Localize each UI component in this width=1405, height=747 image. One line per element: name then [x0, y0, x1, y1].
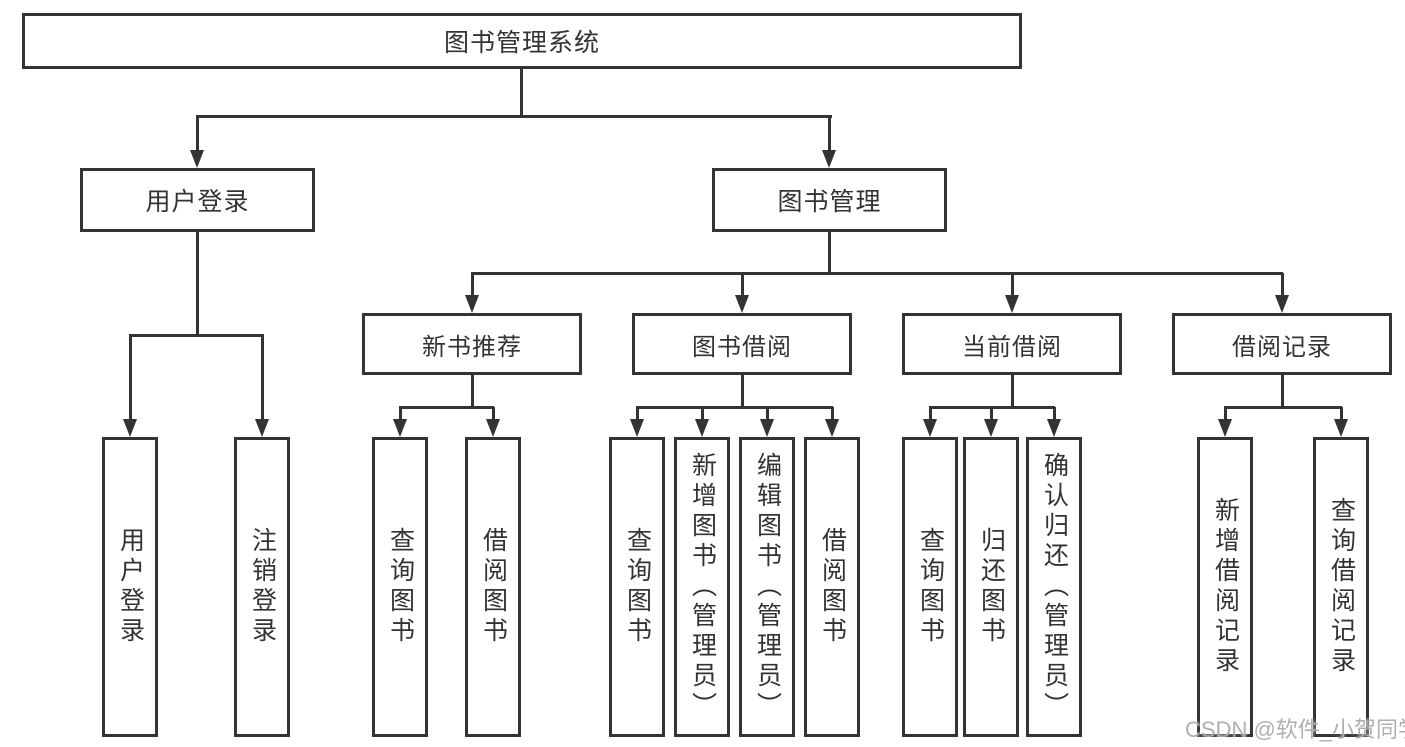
connector-line: [766, 407, 769, 421]
connector-line: [471, 273, 474, 295]
node-current-borrow: 当前借阅: [902, 313, 1122, 375]
connector-line: [636, 407, 639, 421]
arrow-down-icon: [695, 419, 709, 437]
leaf-add-book-admin: 新增图书（管理员）: [674, 437, 730, 737]
leaf-label: 归还图书: [977, 527, 1006, 647]
connector-line: [1224, 406, 1342, 409]
connector-line: [471, 375, 474, 408]
leaf-edit-book-admin: 编辑图书（管理员）: [739, 437, 795, 737]
connector-line: [1340, 407, 1343, 421]
leaf-add-borrow-record: 新增借阅记录: [1197, 437, 1253, 737]
connector-line: [636, 406, 833, 409]
arrow-down-icon: [486, 419, 500, 437]
leaf-confirm-return-admin: 确认归还（管理员）: [1026, 437, 1082, 737]
leaf-borrow-book: 借阅图书: [804, 437, 860, 737]
node-new-book-recommend: 新书推荐: [362, 313, 582, 375]
node-user-login: 用户登录: [80, 168, 315, 232]
arrow-down-icon: [1334, 419, 1348, 437]
leaf-label: 查询图书: [623, 527, 652, 647]
connector-line: [990, 407, 993, 421]
leaf-label: 编辑图书（管理员）: [753, 452, 782, 722]
node-borrow-record: 借阅记录: [1172, 313, 1392, 375]
leaf-label: 借阅图书: [479, 527, 508, 647]
node-book-management: 图书管理: [712, 168, 947, 232]
connector-line: [129, 334, 264, 337]
arrow-down-icon: [822, 150, 836, 168]
connector-line: [196, 117, 199, 150]
arrow-down-icon: [190, 150, 204, 168]
arrow-down-icon: [1218, 419, 1232, 437]
connector-line: [471, 272, 1283, 275]
connector-line: [399, 407, 402, 421]
leaf-query-book-current: 查询图书: [902, 437, 958, 737]
node-book-borrow: 图书借阅: [632, 313, 852, 375]
connector-line: [1281, 375, 1284, 408]
connector-line: [261, 335, 264, 419]
leaf-query-book-recommend: 查询图书: [372, 437, 428, 737]
leaf-label: 新增借阅记录: [1211, 497, 1240, 677]
arrow-down-icon: [123, 419, 137, 437]
watermark: CSDN @软件_小贺同学: [1185, 717, 1405, 742]
connector-line: [1053, 407, 1056, 421]
connector-line: [1011, 273, 1014, 295]
connector-line: [929, 407, 932, 421]
node-label: 图书借阅: [692, 333, 792, 361]
connector-line: [1224, 407, 1227, 421]
connector-line: [129, 335, 132, 419]
arrow-down-icon: [760, 419, 774, 437]
connector-line: [741, 273, 744, 295]
leaf-label: 查询图书: [386, 527, 415, 647]
leaf-label: 查询借阅记录: [1327, 497, 1356, 677]
connector-line: [1011, 375, 1014, 408]
arrow-down-icon: [465, 295, 479, 313]
leaf-query-book-borrow: 查询图书: [609, 437, 665, 737]
connector-line: [741, 375, 744, 408]
node-root: 图书管理系统: [22, 13, 1022, 69]
connector-line: [828, 117, 831, 150]
node-label: 用户登录: [145, 188, 250, 216]
leaf-query-borrow-record: 查询借阅记录: [1313, 437, 1369, 737]
leaf-user-login: 用户登录: [102, 437, 158, 737]
connector-line: [828, 232, 831, 274]
arrow-down-icon: [255, 419, 269, 437]
arrow-down-icon: [923, 419, 937, 437]
arrow-down-icon: [1047, 419, 1061, 437]
leaf-return-book: 归还图书: [963, 437, 1019, 737]
connector-line: [831, 407, 834, 421]
arrow-down-icon: [1275, 295, 1289, 313]
node-label: 新书推荐: [422, 333, 522, 361]
arrow-down-icon: [984, 419, 998, 437]
connector-line: [492, 407, 495, 421]
node-label: 借阅记录: [1232, 333, 1332, 361]
connector-line: [196, 232, 199, 336]
node-label: 当前借阅: [962, 333, 1062, 361]
arrow-down-icon: [630, 419, 644, 437]
leaf-label: 新增图书（管理员）: [688, 452, 717, 722]
node-label: 图书管理: [777, 188, 882, 216]
arrow-down-icon: [1005, 295, 1019, 313]
leaf-borrow-book-recommend: 借阅图书: [465, 437, 521, 737]
connector-line: [1281, 273, 1284, 295]
connector-line: [399, 406, 494, 409]
leaf-label: 用户登录: [116, 527, 145, 647]
leaf-label: 确认归还（管理员）: [1040, 452, 1069, 722]
leaf-logout: 注销登录: [234, 437, 290, 737]
leaf-label: 借阅图书: [818, 527, 847, 647]
arrow-down-icon: [825, 419, 839, 437]
arrow-down-icon: [393, 419, 407, 437]
arrow-down-icon: [735, 295, 749, 313]
leaf-label: 注销登录: [248, 527, 277, 647]
node-root-label: 图书管理系统: [443, 29, 600, 57]
leaf-label: 查询图书: [916, 527, 945, 647]
connector-line: [520, 69, 523, 118]
connector-line: [196, 115, 832, 118]
connector-line: [701, 407, 704, 421]
